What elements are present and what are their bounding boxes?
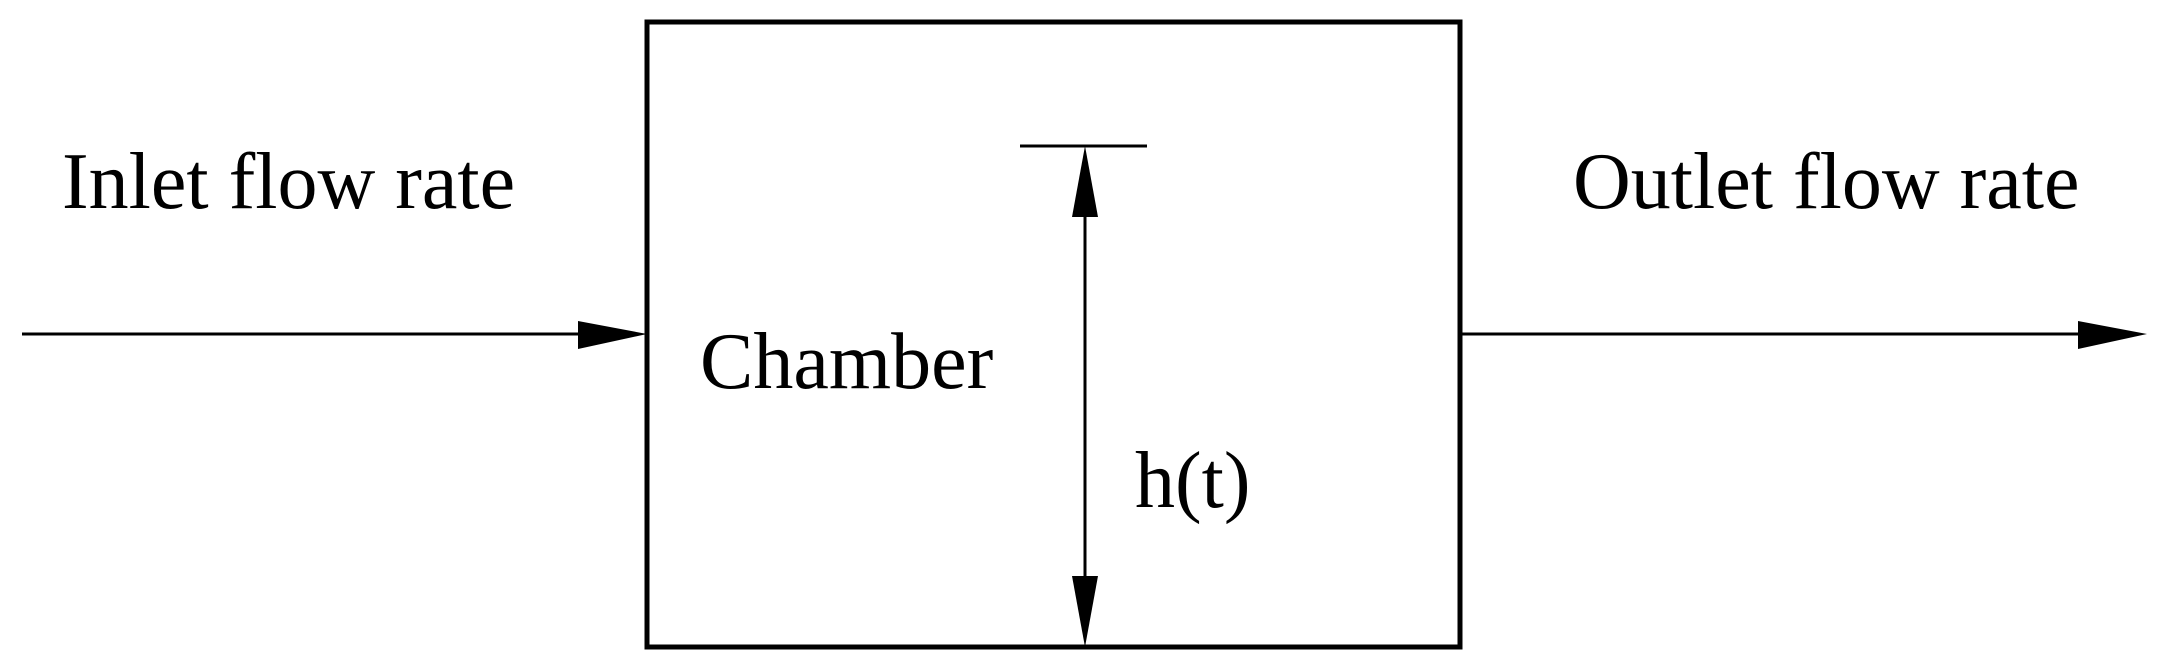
outlet-arrow (1460, 321, 2147, 349)
height-dimension (1020, 144, 1147, 647)
height-arrowhead-bottom (1072, 576, 1098, 647)
outlet-flow-label: Outlet flow rate (1573, 138, 2079, 226)
inlet-flow-label: Inlet flow rate (62, 138, 515, 226)
inlet-arrowhead (578, 321, 647, 349)
outlet-arrowhead (2078, 321, 2147, 349)
chamber-label: Chamber (700, 318, 993, 406)
height-arrowhead-top (1072, 146, 1098, 217)
inlet-arrow (22, 321, 647, 349)
height-label: h(t) (1135, 437, 1251, 525)
